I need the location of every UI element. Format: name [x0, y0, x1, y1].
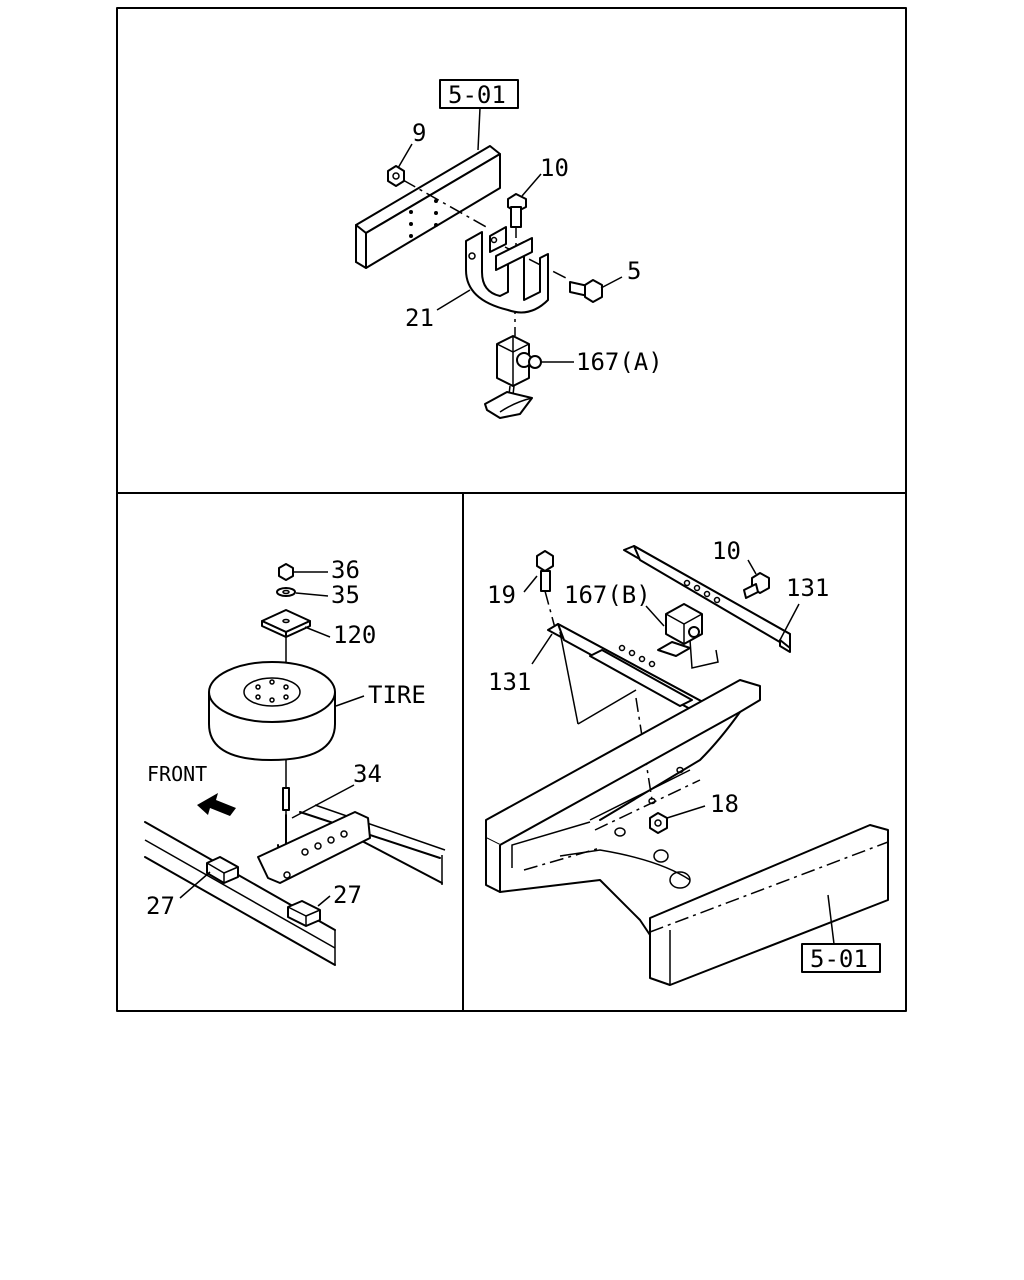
bottom-right-panel: 19 131 10 167 [485, 537, 889, 986]
label-tire: TIRE [368, 681, 426, 709]
bolt-19[interactable] [536, 550, 554, 592]
label-36: 36 [331, 556, 360, 584]
pad-27-right[interactable] [287, 900, 321, 927]
label-27-right: 27 [333, 881, 362, 909]
carrier-167b[interactable] [657, 603, 719, 669]
chassis-frame-right [485, 679, 889, 986]
label-10-right: 10 [712, 537, 741, 565]
washer-35[interactable] [276, 587, 296, 597]
align-v-1 [559, 631, 579, 725]
ref-box-top-label: 5-01 [448, 81, 506, 109]
ref-box-top[interactable]: 5-01 [439, 79, 519, 109]
leader-19 [523, 575, 538, 593]
label-35: 35 [331, 581, 360, 609]
label-27-left: 27 [146, 892, 175, 920]
front-arrow-icon [197, 793, 236, 816]
nut-9[interactable] [387, 165, 405, 187]
bracket-21[interactable] [465, 226, 549, 314]
label-34: 34 [353, 760, 382, 788]
ref-box-bottom-leader [827, 894, 835, 945]
align-v-2 [577, 689, 637, 725]
leader-5 [600, 276, 623, 289]
leader-120 [304, 626, 331, 638]
spare-tire[interactable] [208, 661, 336, 761]
carrier-167a[interactable] [484, 335, 542, 419]
leader-131-right [779, 603, 800, 641]
plate-120[interactable] [261, 609, 311, 638]
bolt-10-top[interactable] [507, 193, 527, 228]
leader-21 [436, 289, 471, 311]
leader-9 [397, 143, 413, 169]
leader-35 [295, 592, 329, 597]
label-18: 18 [710, 790, 739, 818]
leader-10-right [747, 559, 757, 575]
leader-tire [335, 695, 365, 707]
align-19 [544, 590, 556, 629]
leader-167b [645, 605, 665, 627]
align-18 [635, 697, 653, 801]
label-9: 9 [412, 119, 426, 147]
label-167b: 167(B) [564, 581, 651, 609]
label-19: 19 [487, 581, 516, 609]
leader-18 [666, 805, 706, 819]
bracket-131-right[interactable] [623, 545, 791, 653]
bolt-10-right[interactable] [743, 572, 770, 599]
label-167a: 167(A) [576, 348, 663, 376]
pad-27-left[interactable] [206, 856, 239, 884]
leader-27-right [317, 895, 331, 907]
leader-10-top [521, 173, 542, 197]
leader-131-left [531, 633, 553, 665]
label-131-left: 131 [488, 668, 531, 696]
label-10-top: 10 [540, 154, 569, 182]
bottom-left-panel: 36 35 120 [144, 556, 446, 966]
ref-box-bottom-label: 5-01 [810, 945, 868, 973]
label-front: FRONT [147, 762, 207, 786]
hook-rod-34[interactable] [277, 760, 290, 856]
frame-rails-left [144, 804, 446, 966]
ref-box-top-leader [477, 107, 481, 151]
nut-18[interactable] [649, 812, 668, 834]
bracket-131-left[interactable] [547, 623, 715, 723]
leader-27-left [179, 871, 211, 899]
align-line-1 [402, 179, 489, 229]
label-5: 5 [627, 257, 641, 285]
top-panel: 5-01 9 [355, 79, 663, 419]
nut-36[interactable] [278, 563, 294, 581]
label-131-right: 131 [786, 574, 829, 602]
label-21: 21 [405, 304, 434, 332]
label-120: 120 [333, 621, 376, 649]
frame-rail-top [355, 145, 501, 269]
bolt-5[interactable] [569, 279, 603, 303]
ref-box-bottom[interactable]: 5-01 [801, 943, 881, 973]
panel-frames [116, 7, 907, 1012]
